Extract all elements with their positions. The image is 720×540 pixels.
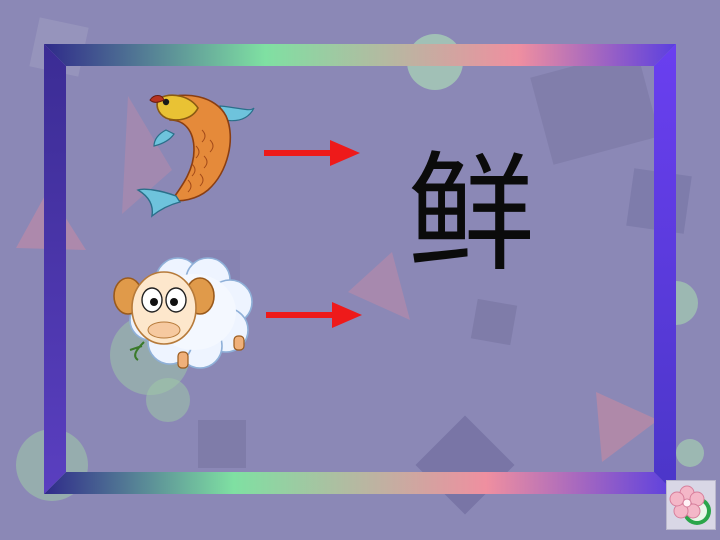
sheep-icon bbox=[113, 257, 253, 369]
frame-left bbox=[44, 44, 66, 494]
fish-icon bbox=[136, 94, 255, 218]
frame-top bbox=[44, 44, 676, 66]
arrow-right-icon bbox=[264, 140, 360, 166]
flower-icon bbox=[669, 485, 711, 525]
arrow-right-icon bbox=[266, 302, 362, 328]
chinese-character: 鲜 bbox=[406, 140, 535, 289]
frame-right bbox=[654, 44, 676, 494]
flower-logo[interactable] bbox=[666, 480, 716, 530]
frame-bottom bbox=[44, 472, 676, 494]
